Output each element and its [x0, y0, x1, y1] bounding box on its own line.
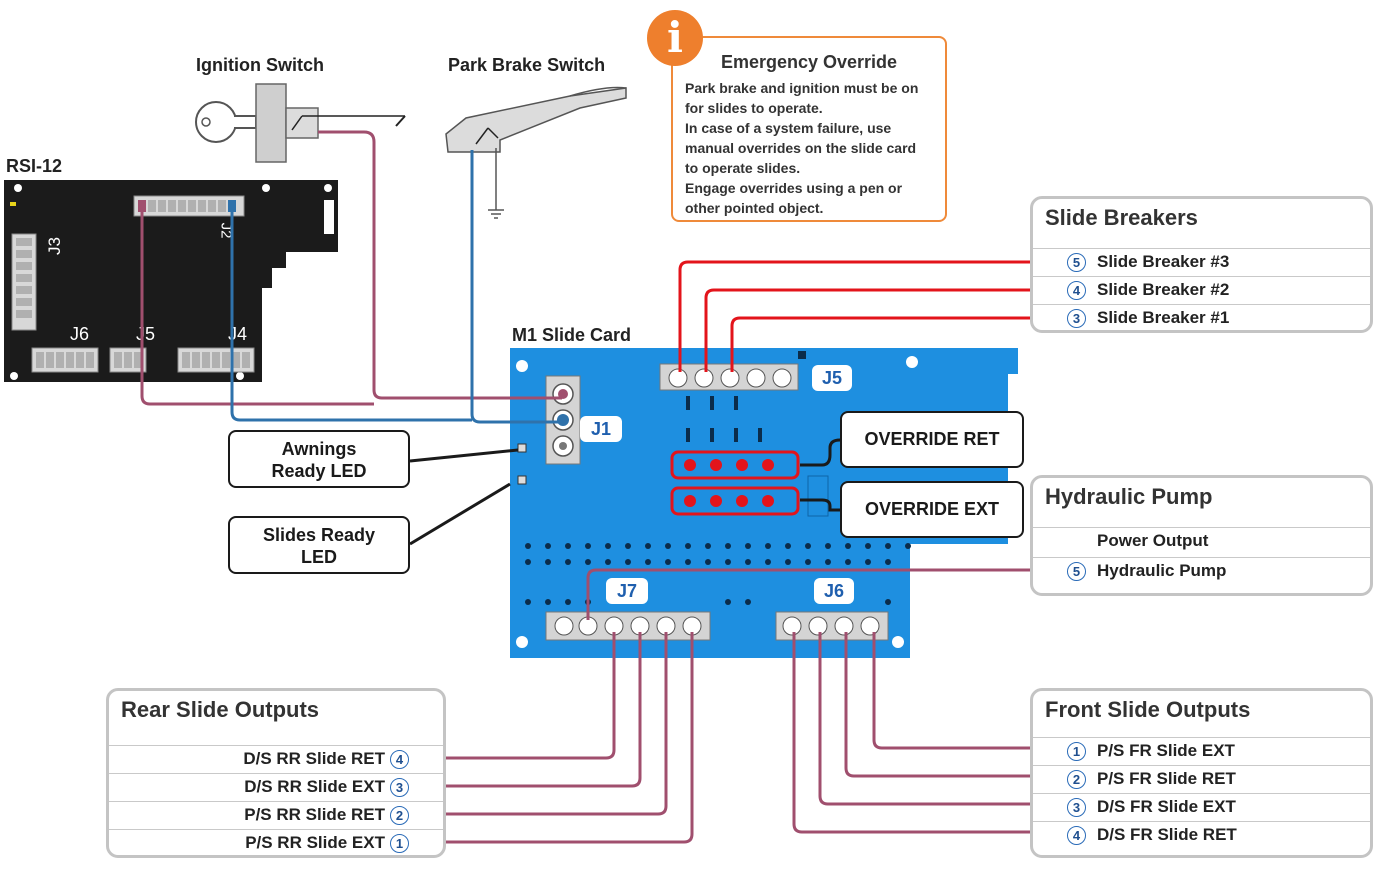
terminal-number: 5 — [1067, 253, 1086, 272]
rsi-j6-label: J6 — [70, 324, 90, 344]
card-j1-tag: J1 — [580, 416, 622, 442]
rear-output-row: P/S RR Slide RET 2 — [109, 801, 443, 828]
hydraulic-pump-label: Hydraulic Pump — [1097, 561, 1227, 580]
front-output-row: 2 P/S FR Slide RET — [1033, 765, 1370, 792]
hydraulic-pump-row: 5 Hydraulic Pump — [1033, 557, 1370, 584]
front-output-label: P/S FR Slide EXT — [1097, 741, 1235, 760]
hydraulic-pump-subtitle: Power Output — [1097, 531, 1209, 550]
front-output-row: 1 P/S FR Slide EXT — [1033, 737, 1370, 764]
callout-line: LED — [301, 547, 337, 567]
slide-breakers-title: Slide Breakers — [1045, 205, 1198, 230]
terminal-number: 4 — [1067, 826, 1086, 845]
terminal-number: 4 — [390, 750, 409, 769]
override-ret-callout: OVERRIDE RET — [840, 411, 1024, 468]
callout-line: Ready LED — [271, 461, 367, 481]
note-line: other pointed object. — [685, 200, 824, 216]
terminal-number: 2 — [390, 806, 409, 825]
note-line: for slides to operate. — [685, 100, 823, 116]
front-output-row: 3 D/S FR Slide EXT — [1033, 793, 1370, 820]
awnings-ready-led-callout: Awnings Ready LED — [228, 430, 410, 488]
front-output-row: 4 D/S FR Slide RET — [1033, 821, 1370, 848]
terminal-number: 4 — [1067, 281, 1086, 300]
rear-slide-outputs-title: Rear Slide Outputs — [121, 697, 320, 722]
rear-output-row: D/S RR Slide EXT 3 — [109, 773, 443, 800]
rear-output-label: D/S RR Slide RET — [243, 749, 385, 768]
rsi12-label: RSI-12 — [6, 156, 63, 176]
slide-breaker-row: 3 Slide Breaker #1 — [1033, 304, 1370, 331]
front-output-label: P/S FR Slide RET — [1097, 769, 1236, 788]
ignition-switch-label: Ignition Switch — [196, 55, 324, 75]
hydraulic-pump-subtitle-row: Power Output — [1033, 527, 1370, 554]
rsi12-board — [4, 180, 338, 386]
note-line: Park brake and ignition must be on — [685, 80, 919, 96]
terminal-number: 3 — [1067, 309, 1086, 328]
slide-breaker-label: Slide Breaker #3 — [1097, 252, 1230, 271]
rear-output-row: P/S RR Slide EXT 1 — [109, 829, 443, 856]
rsi-j3-label: J3 — [44, 237, 64, 255]
card-j5-tag: J5 — [812, 365, 852, 391]
front-slide-outputs-title: Front Slide Outputs — [1045, 697, 1251, 722]
terminal-number: 1 — [390, 834, 409, 853]
note-line: manual overrides on the slide card — [685, 140, 917, 156]
rear-slide-outputs-panel: Rear Slide Outputs D/S RR Slide RET 4 D/… — [106, 688, 446, 858]
park-brake-switch-icon — [445, 86, 627, 219]
front-slide-outputs-panel: Front Slide Outputs 1 P/S FR Slide EXT 2… — [1030, 688, 1373, 858]
emergency-override-note: Emergency Override Park brake and igniti… — [671, 36, 947, 222]
hydraulic-pump-panel: Hydraulic Pump Power Output 5 Hydraulic … — [1030, 475, 1373, 596]
callout-line: Awnings — [281, 439, 357, 459]
rsi-j5-label: J5 — [136, 324, 156, 344]
slides-ready-led-callout: Slides Ready LED — [228, 516, 410, 574]
slide-breaker-label: Slide Breaker #2 — [1097, 280, 1230, 299]
ignition-switch-icon — [195, 83, 406, 163]
terminal-number: 2 — [1067, 770, 1086, 789]
card-j6-tag: J6 — [814, 578, 854, 604]
override-ext-callout: OVERRIDE EXT — [840, 481, 1024, 538]
rsi-j4-label: J4 — [228, 324, 248, 344]
park-brake-switch-label: Park Brake Switch — [448, 55, 606, 75]
m1-slide-card-label: M1 Slide Card — [512, 325, 632, 345]
emergency-override-body: Park brake and ignition must be on for s… — [685, 78, 943, 218]
rear-output-label: P/S RR Slide EXT — [245, 833, 385, 852]
terminal-number: 1 — [1067, 742, 1086, 761]
rear-output-row: D/S RR Slide RET 4 — [109, 745, 443, 772]
terminal-number: 5 — [1067, 562, 1086, 581]
rear-output-label: D/S RR Slide EXT — [244, 777, 385, 796]
front-output-label: D/S FR Slide EXT — [1097, 797, 1236, 816]
note-line: to operate slides. — [685, 160, 801, 176]
rear-output-label: P/S RR Slide RET — [244, 805, 385, 824]
callout-line: Slides Ready — [262, 525, 376, 545]
slide-breakers-panel: Slide Breakers 5 Slide Breaker #3 4 Slid… — [1030, 196, 1373, 333]
terminal-number: 3 — [1067, 798, 1086, 817]
slide-breaker-row: 5 Slide Breaker #3 — [1033, 248, 1370, 275]
note-line: In case of a system failure, use — [685, 120, 892, 136]
hydraulic-pump-title: Hydraulic Pump — [1045, 484, 1213, 509]
slide-breaker-label: Slide Breaker #1 — [1097, 308, 1230, 327]
terminal-number: 3 — [390, 778, 409, 797]
slide-breaker-row: 4 Slide Breaker #2 — [1033, 276, 1370, 303]
card-j7-tag: J7 — [606, 578, 648, 604]
info-icon: i — [647, 10, 703, 66]
rsi-j2-label: J2 — [217, 222, 235, 239]
note-line: Engage overrides using a pen or — [685, 180, 903, 196]
emergency-override-title: Emergency Override — [720, 52, 898, 72]
front-output-label: D/S FR Slide RET — [1097, 825, 1237, 844]
